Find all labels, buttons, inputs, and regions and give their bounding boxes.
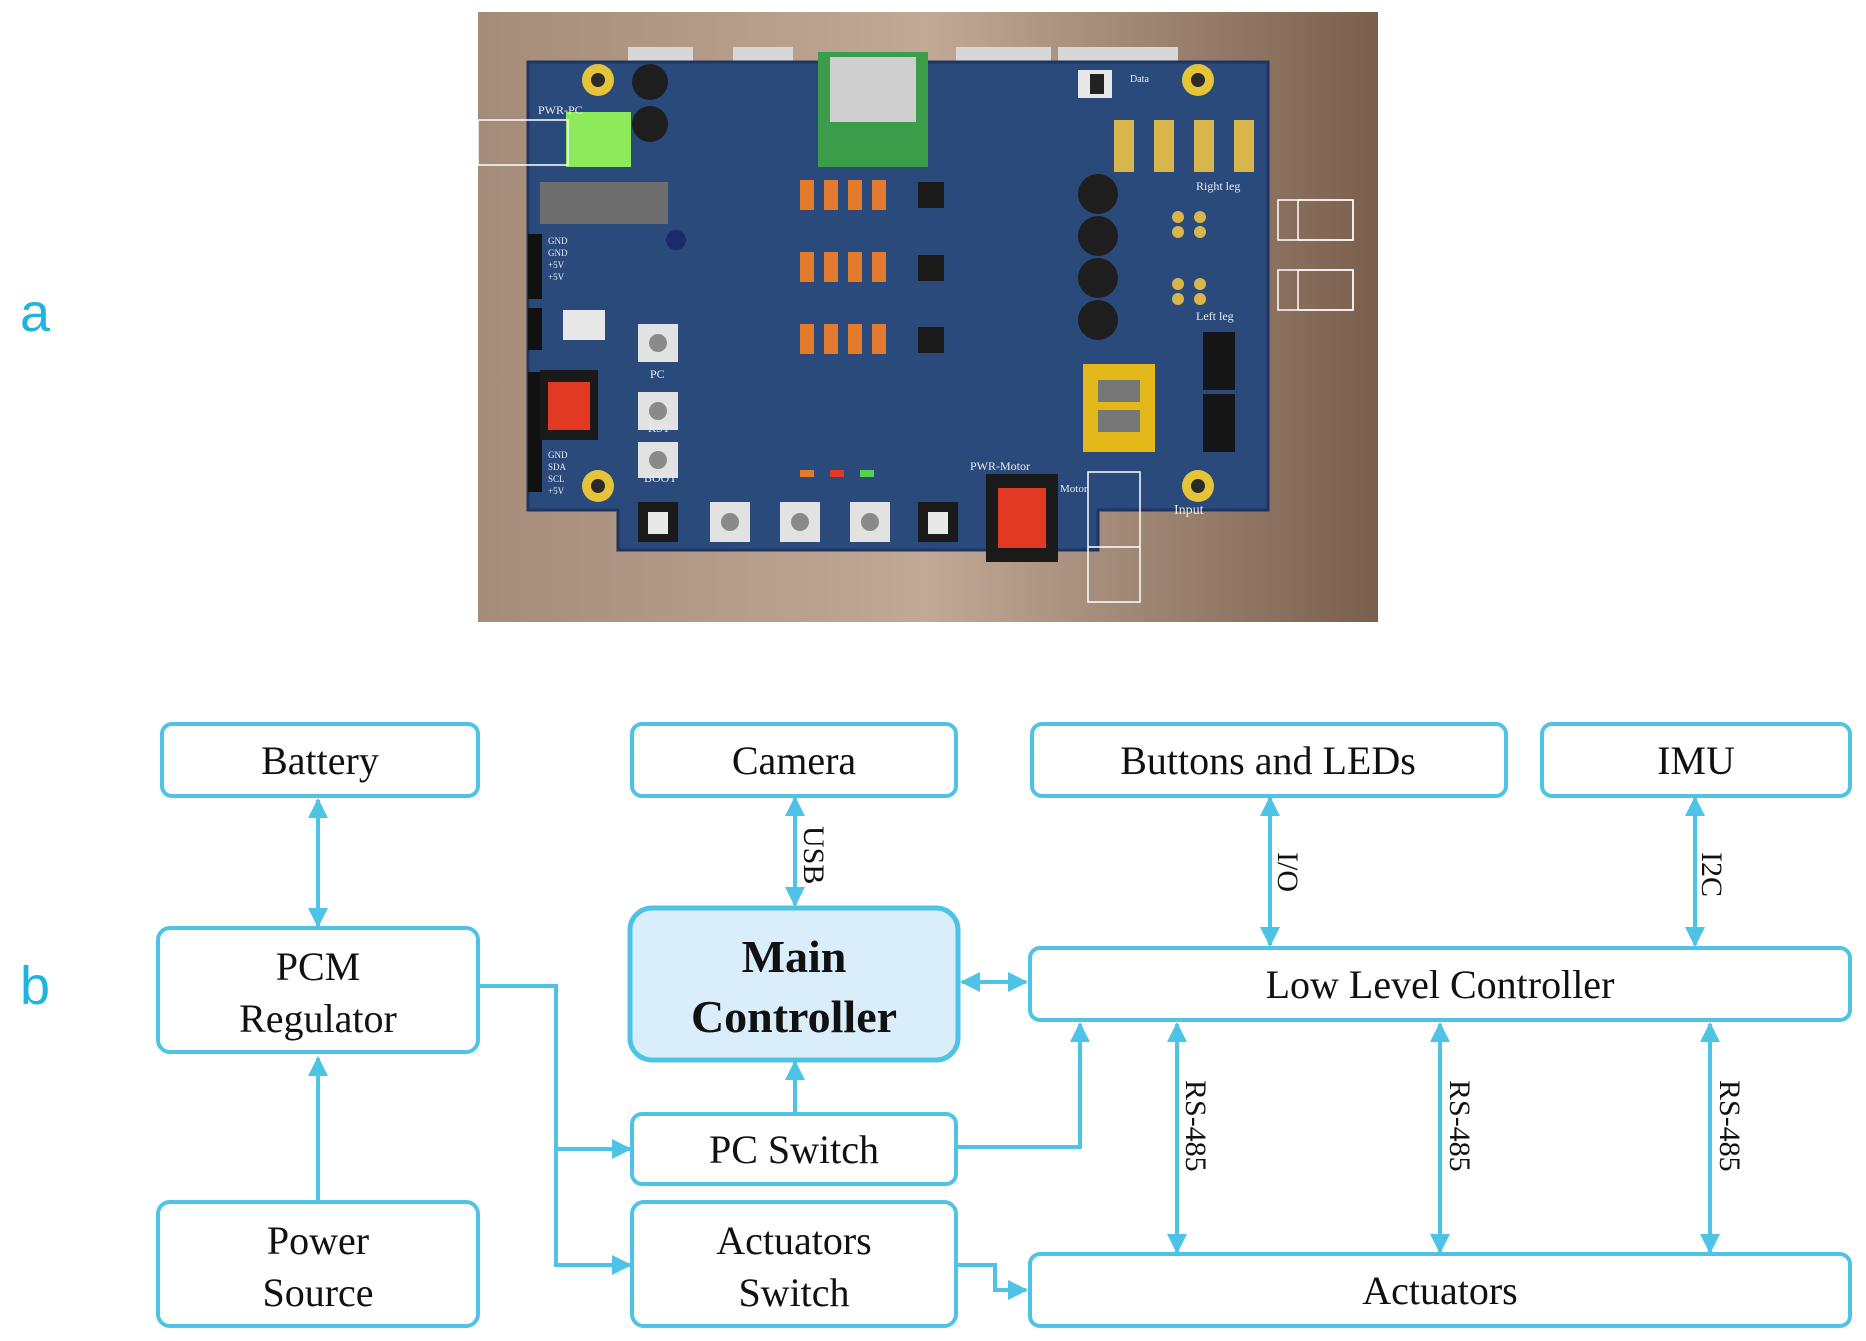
white-connector bbox=[563, 310, 605, 340]
node-battery: Battery bbox=[160, 722, 480, 798]
xt-power-connector bbox=[1083, 364, 1155, 452]
panel-label-a: a bbox=[20, 283, 51, 343]
pcb-label-gnd: GND bbox=[548, 450, 568, 460]
node-buttons-leds: Buttons and LEDs bbox=[1030, 722, 1508, 798]
right-pin-header bbox=[1234, 120, 1254, 172]
node-main-line2: Controller bbox=[691, 991, 897, 1042]
status-leds bbox=[800, 470, 874, 477]
pcb-label-scl: SCL bbox=[548, 474, 565, 484]
node-actuators: Actuators bbox=[1028, 1252, 1852, 1328]
pcb-label-pwr-motor: PWR-Motor bbox=[970, 459, 1030, 473]
pcb-label-5v: +5V bbox=[548, 486, 565, 496]
pcm-pcswitch-arrow bbox=[478, 984, 632, 1159]
node-actuators-label: Actuators bbox=[1362, 1268, 1518, 1313]
actswitch-actuators-arrow bbox=[958, 1263, 1028, 1300]
node-actuators-switch: Actuators Switch bbox=[630, 1200, 958, 1328]
pcb-label-left-leg: Left leg bbox=[1196, 309, 1234, 323]
pcb-label-5v: +5V bbox=[548, 272, 565, 282]
resistor-array bbox=[800, 180, 886, 354]
pcb-label-input: Input bbox=[1174, 503, 1204, 518]
pcb-label-right-leg: Right leg bbox=[1196, 179, 1240, 193]
pcb-label-pwr-pc: PWR-PC bbox=[538, 103, 583, 117]
black-connector bbox=[1203, 332, 1235, 390]
edge-label-i2c: I2C bbox=[1695, 852, 1728, 897]
black-connector bbox=[1203, 394, 1235, 452]
node-pcm-line1: PCM bbox=[276, 944, 361, 989]
electrolytic-capacitor bbox=[666, 230, 686, 250]
pcb-label-pc: PC bbox=[650, 367, 665, 381]
left-pin-header-2 bbox=[528, 308, 542, 350]
node-imu-label: IMU bbox=[1657, 738, 1735, 783]
edge-label-usb: USB bbox=[797, 826, 830, 884]
left-pin-header-1 bbox=[528, 234, 542, 299]
node-power-line1: Power bbox=[267, 1218, 369, 1263]
edge-label-rs485-3: RS-485 bbox=[1713, 1080, 1746, 1172]
driver-chips bbox=[918, 182, 944, 353]
pcb-label-sda: SDA bbox=[548, 462, 567, 472]
edge-label-rs485-2: RS-485 bbox=[1443, 1080, 1476, 1172]
regulator-chip bbox=[540, 182, 668, 224]
node-main-controller: Main Controller bbox=[627, 905, 961, 1063]
input-terminal bbox=[1087, 471, 1141, 603]
edge-label-rs485-1: RS-485 bbox=[1179, 1080, 1212, 1172]
node-low-level-controller: Low Level Controller bbox=[1028, 946, 1852, 1022]
edge-label-io: I/O bbox=[1271, 852, 1304, 892]
capacitor bbox=[1078, 216, 1118, 256]
pcb-label-gnd: GND bbox=[548, 248, 568, 258]
capacitor bbox=[1078, 258, 1118, 298]
right-pin-header bbox=[1154, 120, 1174, 172]
pcb-label-data: Data bbox=[1130, 74, 1149, 85]
node-camera-label: Camera bbox=[732, 738, 857, 783]
right-leg-connector bbox=[1172, 211, 1206, 238]
capacitor bbox=[632, 106, 668, 142]
node-pc-switch: PC Switch bbox=[630, 1112, 958, 1186]
panel-label-b: b bbox=[20, 956, 51, 1016]
capacitor bbox=[1078, 300, 1118, 340]
node-pcm-regulator: PCM Regulator bbox=[156, 926, 480, 1054]
node-low-level-label: Low Level Controller bbox=[1266, 962, 1615, 1007]
node-pc-switch-label: PC Switch bbox=[709, 1127, 879, 1172]
node-act-switch-line2: Switch bbox=[738, 1270, 849, 1315]
pcb-label-motor: Motor bbox=[1060, 483, 1088, 495]
node-battery-label: Battery bbox=[261, 738, 379, 783]
node-pcm-line2: Regulator bbox=[239, 996, 397, 1041]
pcb-label-5v: +5V bbox=[548, 260, 565, 270]
left-pin-header-3 bbox=[528, 372, 542, 492]
pcm-actswitch-arrow bbox=[554, 1149, 632, 1275]
node-act-switch-line1: Actuators bbox=[716, 1218, 872, 1263]
left-leg-connector bbox=[1172, 278, 1206, 305]
node-buttons-leds-label: Buttons and LEDs bbox=[1120, 738, 1416, 783]
pwr-pc-connector bbox=[566, 112, 631, 167]
pcb-label-gnd: GND bbox=[548, 236, 568, 246]
pcswitch-llc-arrow bbox=[958, 1022, 1090, 1149]
node-power-source: Power Source bbox=[156, 1200, 480, 1328]
node-camera: Camera bbox=[630, 722, 958, 798]
node-imu: IMU bbox=[1540, 722, 1852, 798]
capacitor bbox=[632, 64, 668, 100]
capacitor bbox=[1078, 174, 1118, 214]
pcb-render: PWR-PC GND GND +5V +5V GND SDA SCL +5V P… bbox=[478, 12, 1378, 622]
pcb-label-boot: BOOT bbox=[644, 471, 677, 485]
right-pin-header bbox=[1114, 120, 1134, 172]
right-pin-header bbox=[1194, 120, 1214, 172]
node-power-line2: Source bbox=[262, 1270, 373, 1315]
node-main-line1: Main bbox=[742, 931, 847, 982]
pcb-label-rst: RST bbox=[648, 421, 671, 435]
